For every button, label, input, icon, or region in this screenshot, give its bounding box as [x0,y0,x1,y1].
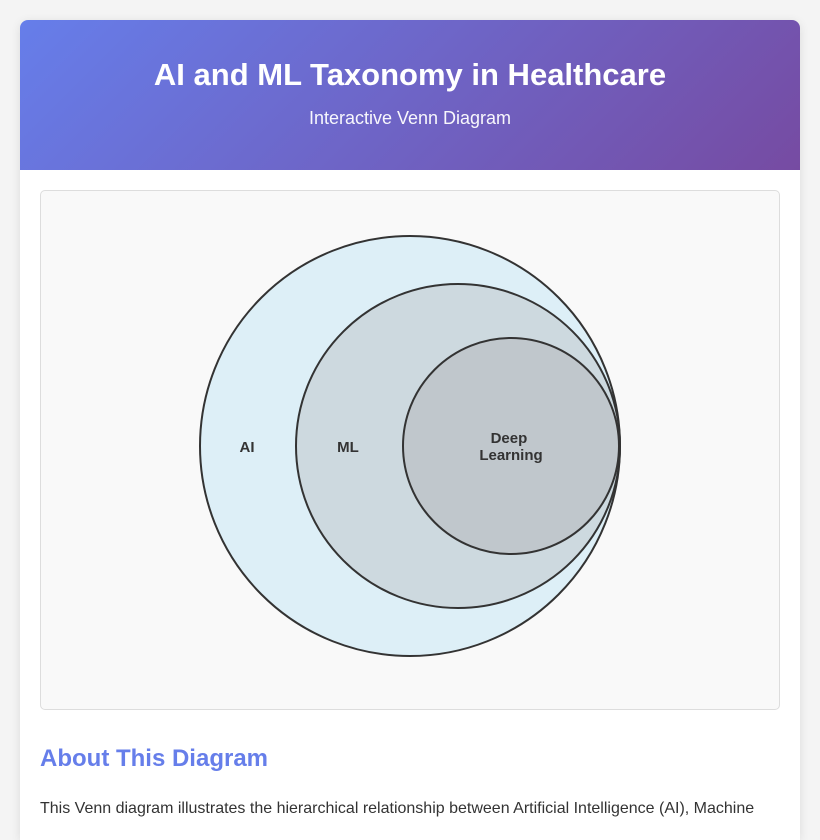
venn-circle-deep-learning[interactable] [402,337,620,555]
main-card: AI and ML Taxonomy in Healthcare Interac… [20,20,800,840]
venn-label-learning: Learning [479,447,542,464]
about-section: About This Diagram This Venn diagram ill… [40,745,780,821]
venn-diagram: AI ML Deep Learning [199,235,621,657]
venn-label-ai: AI [240,439,255,456]
page-subtitle: Interactive Venn Diagram [308,108,512,128]
about-heading: About This Diagram [40,745,269,772]
venn-diagram-panel: AI ML Deep Learning [40,190,780,710]
venn-label-deep-learning: Deep Learning [479,430,542,464]
page-header: AI and ML Taxonomy in Healthcare Interac… [20,20,800,170]
venn-label-ml: ML [337,439,359,456]
page-title: AI and ML Taxonomy in Healthcare [153,57,667,92]
about-text: This Venn diagram illustrates the hierar… [40,800,755,817]
venn-label-deep: Deep [491,430,528,447]
